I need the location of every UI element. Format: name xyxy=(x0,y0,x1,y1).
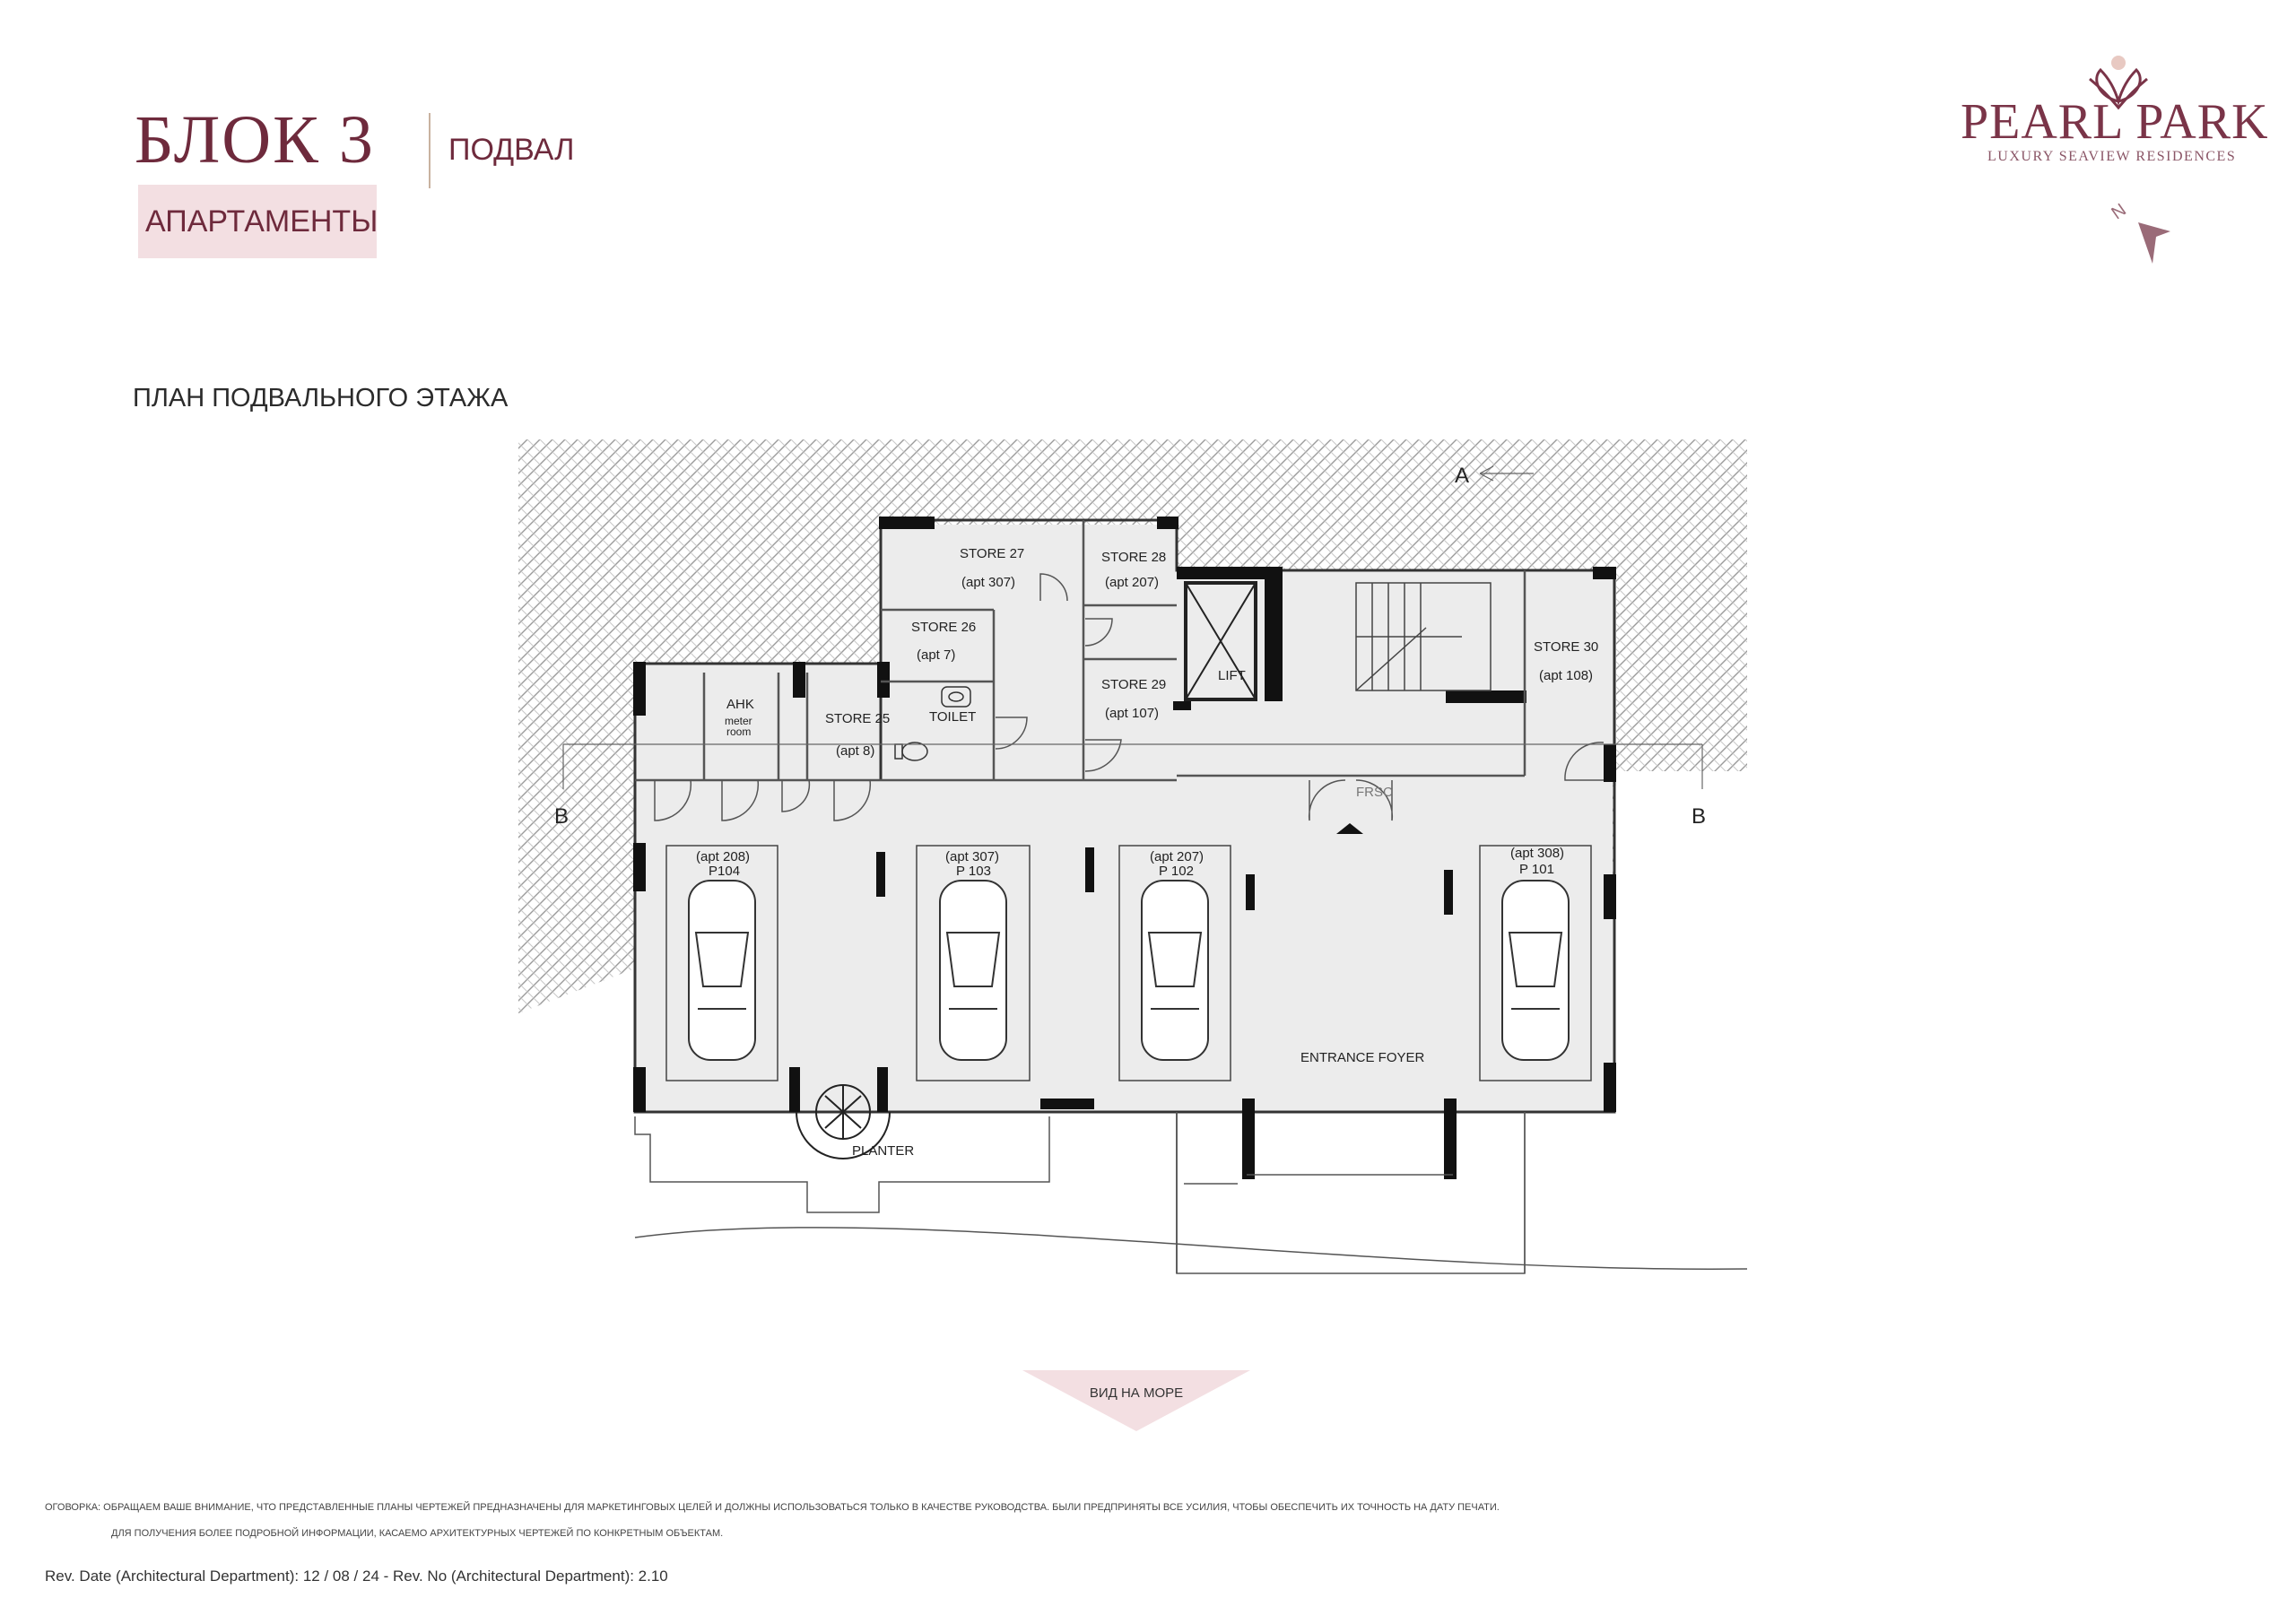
block-title: БЛОК 3 xyxy=(135,102,375,178)
store25-label: STORE 25 xyxy=(825,711,890,726)
logo-subtitle: LUXURY SEAVIEW RESIDENCES xyxy=(1987,149,2237,164)
parking-4-apt: (apt 308) xyxy=(1510,846,1564,861)
staircase xyxy=(1355,582,1492,691)
interior-walls xyxy=(635,520,1526,782)
store26-label: STORE 26 xyxy=(911,620,976,635)
floor-label: ПОДВАЛ xyxy=(448,133,575,167)
car-icon-1 xyxy=(688,880,756,1061)
car-icon-2 xyxy=(939,880,1007,1061)
disclaimer-line-2: ДЛЯ ПОЛУЧЕНИЯ БОЛЕЕ ПОДРОБНОЙ ИНФОРМАЦИИ… xyxy=(111,1528,724,1539)
ahk-label: AHK xyxy=(726,697,754,712)
revision-info: Rev. Date (Architectural Department): 12… xyxy=(45,1568,668,1585)
store28-label: STORE 28 xyxy=(1101,550,1166,565)
parking-2-apt: (apt 307) xyxy=(945,849,999,864)
store28-apt: (apt 207) xyxy=(1105,575,1159,590)
toilet-label: TOILET xyxy=(929,709,976,725)
store30-label: STORE 30 xyxy=(1534,639,1598,655)
site-outlines xyxy=(634,1112,1748,1274)
north-arrow-icon: N xyxy=(2108,200,2170,264)
frsc-label: FRSC xyxy=(1356,785,1393,800)
parking-4-label: P 101 xyxy=(1519,862,1554,877)
type-badge: АПАРТАМЕНТЫ xyxy=(138,185,378,258)
entrance-arrow-icon xyxy=(1336,823,1363,834)
parking-2-label: P 103 xyxy=(956,864,991,879)
section-a-label: A xyxy=(1455,464,1469,488)
plan-title: ПЛАН ПОДВАЛЬНОГО ЭТАЖА xyxy=(133,384,509,413)
lift-label: LIFT xyxy=(1218,668,1246,683)
store26-apt: (apt 7) xyxy=(917,647,955,663)
building-floor xyxy=(635,525,1616,1112)
car-icon-4 xyxy=(1501,880,1570,1061)
store25-apt: (apt 8) xyxy=(836,743,874,759)
sea-view-marker: ВИД НА МОРЕ xyxy=(1022,1370,1250,1431)
door-swings xyxy=(654,573,1605,821)
disclaimer-line-1: ОГОВОРКА: ОБРАЩАЕМ ВАШЕ ВНИМАНИЕ, ЧТО ПР… xyxy=(45,1502,1500,1513)
parking-3-label: P 102 xyxy=(1159,864,1194,879)
meter-label: meter xyxy=(725,715,752,727)
header-divider xyxy=(429,113,430,188)
store29-label: STORE 29 xyxy=(1101,677,1166,692)
parking-1-label: P104 xyxy=(709,864,740,879)
store29-apt: (apt 107) xyxy=(1105,706,1159,721)
parking-3-apt: (apt 207) xyxy=(1150,849,1204,864)
wall-blocks xyxy=(633,517,1616,1179)
sea-view-label: ВИД НА МОРЕ xyxy=(1090,1385,1183,1401)
planter-label: PLANTER xyxy=(852,1143,914,1159)
store27-apt: (apt 307) xyxy=(961,575,1015,590)
section-b-right-label: B xyxy=(1692,804,1706,829)
type-badge-label: АПАРТАМЕНТЫ xyxy=(145,204,378,239)
section-b-left-label: B xyxy=(554,804,569,829)
parking-1-apt: (apt 208) xyxy=(696,849,750,864)
logo-title: PEARL PARK xyxy=(1961,94,2269,150)
parking-bays xyxy=(665,845,1592,1081)
lift-shaft xyxy=(1184,581,1257,701)
pearl-logo-icon xyxy=(2089,56,2148,110)
entrance-foyer-label: ENTRANCE FOYER xyxy=(1300,1050,1425,1065)
store27-label: STORE 27 xyxy=(960,546,1024,561)
section-lines xyxy=(562,465,1703,789)
store30-apt: (apt 108) xyxy=(1539,668,1593,683)
planter-icon xyxy=(796,1084,891,1159)
meter-room-label: room xyxy=(726,725,751,738)
car-icon-3 xyxy=(1141,880,1209,1061)
